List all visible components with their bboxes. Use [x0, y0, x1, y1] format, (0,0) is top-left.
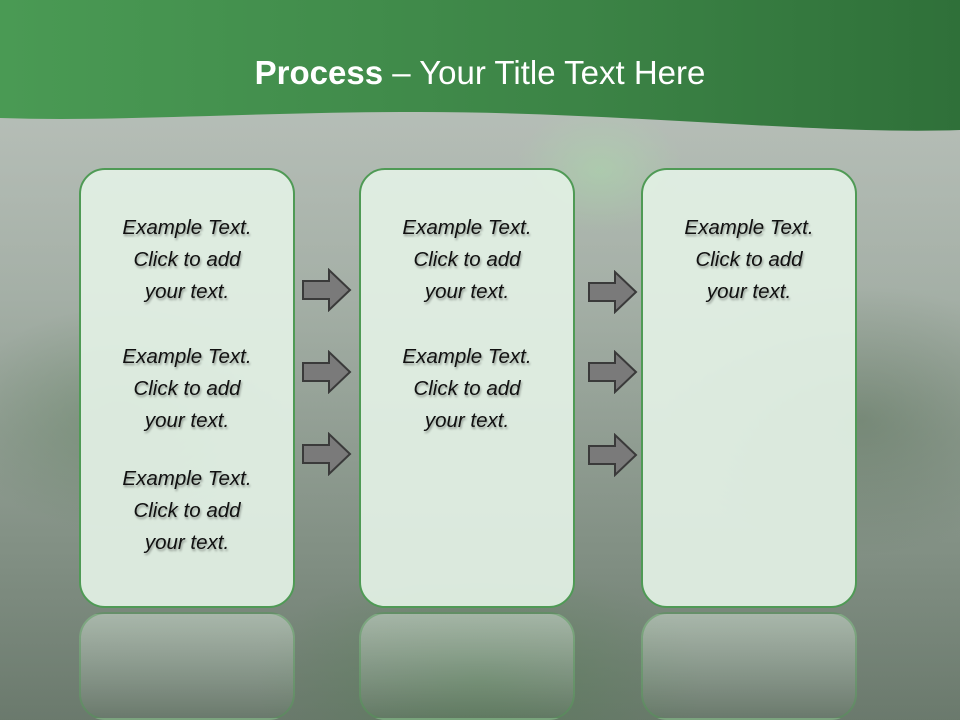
title-bold: Process — [254, 54, 384, 91]
text-placeholder[interactable]: Example Text. Click to add your text. — [402, 345, 532, 432]
title-banner — [0, 0, 960, 131]
box-reflection — [641, 612, 857, 720]
arrow-right-icon[interactable] — [588, 350, 638, 394]
process-box-2[interactable]: Example Text. Click to add your text. Ex… — [359, 168, 575, 608]
text-placeholder[interactable]: Example Text. Click to add your text. — [122, 345, 252, 432]
arrow-right-icon[interactable] — [302, 350, 352, 394]
box-reflection — [359, 612, 575, 720]
arrow-right-icon[interactable] — [588, 433, 638, 477]
slide-title[interactable]: Process – Your Title Text Here — [0, 54, 960, 92]
arrow-right-icon[interactable] — [302, 432, 352, 476]
text-placeholder[interactable]: Example Text. Click to add your text. — [402, 216, 532, 303]
text-placeholder[interactable]: Example Text. Click to add your text. — [122, 467, 252, 554]
text-placeholder[interactable]: Example Text. Click to add your text. — [684, 216, 814, 303]
arrow-right-icon[interactable] — [302, 268, 352, 312]
process-box-1[interactable]: Example Text. Click to add your text. Ex… — [79, 168, 295, 608]
process-box-3[interactable]: Example Text. Click to add your text. — [641, 168, 857, 608]
text-placeholder[interactable]: Example Text. Click to add your text. — [122, 216, 252, 303]
box-reflection — [79, 612, 295, 720]
arrow-right-icon[interactable] — [588, 270, 638, 314]
title-rest: – Your Title Text Here — [383, 54, 706, 91]
